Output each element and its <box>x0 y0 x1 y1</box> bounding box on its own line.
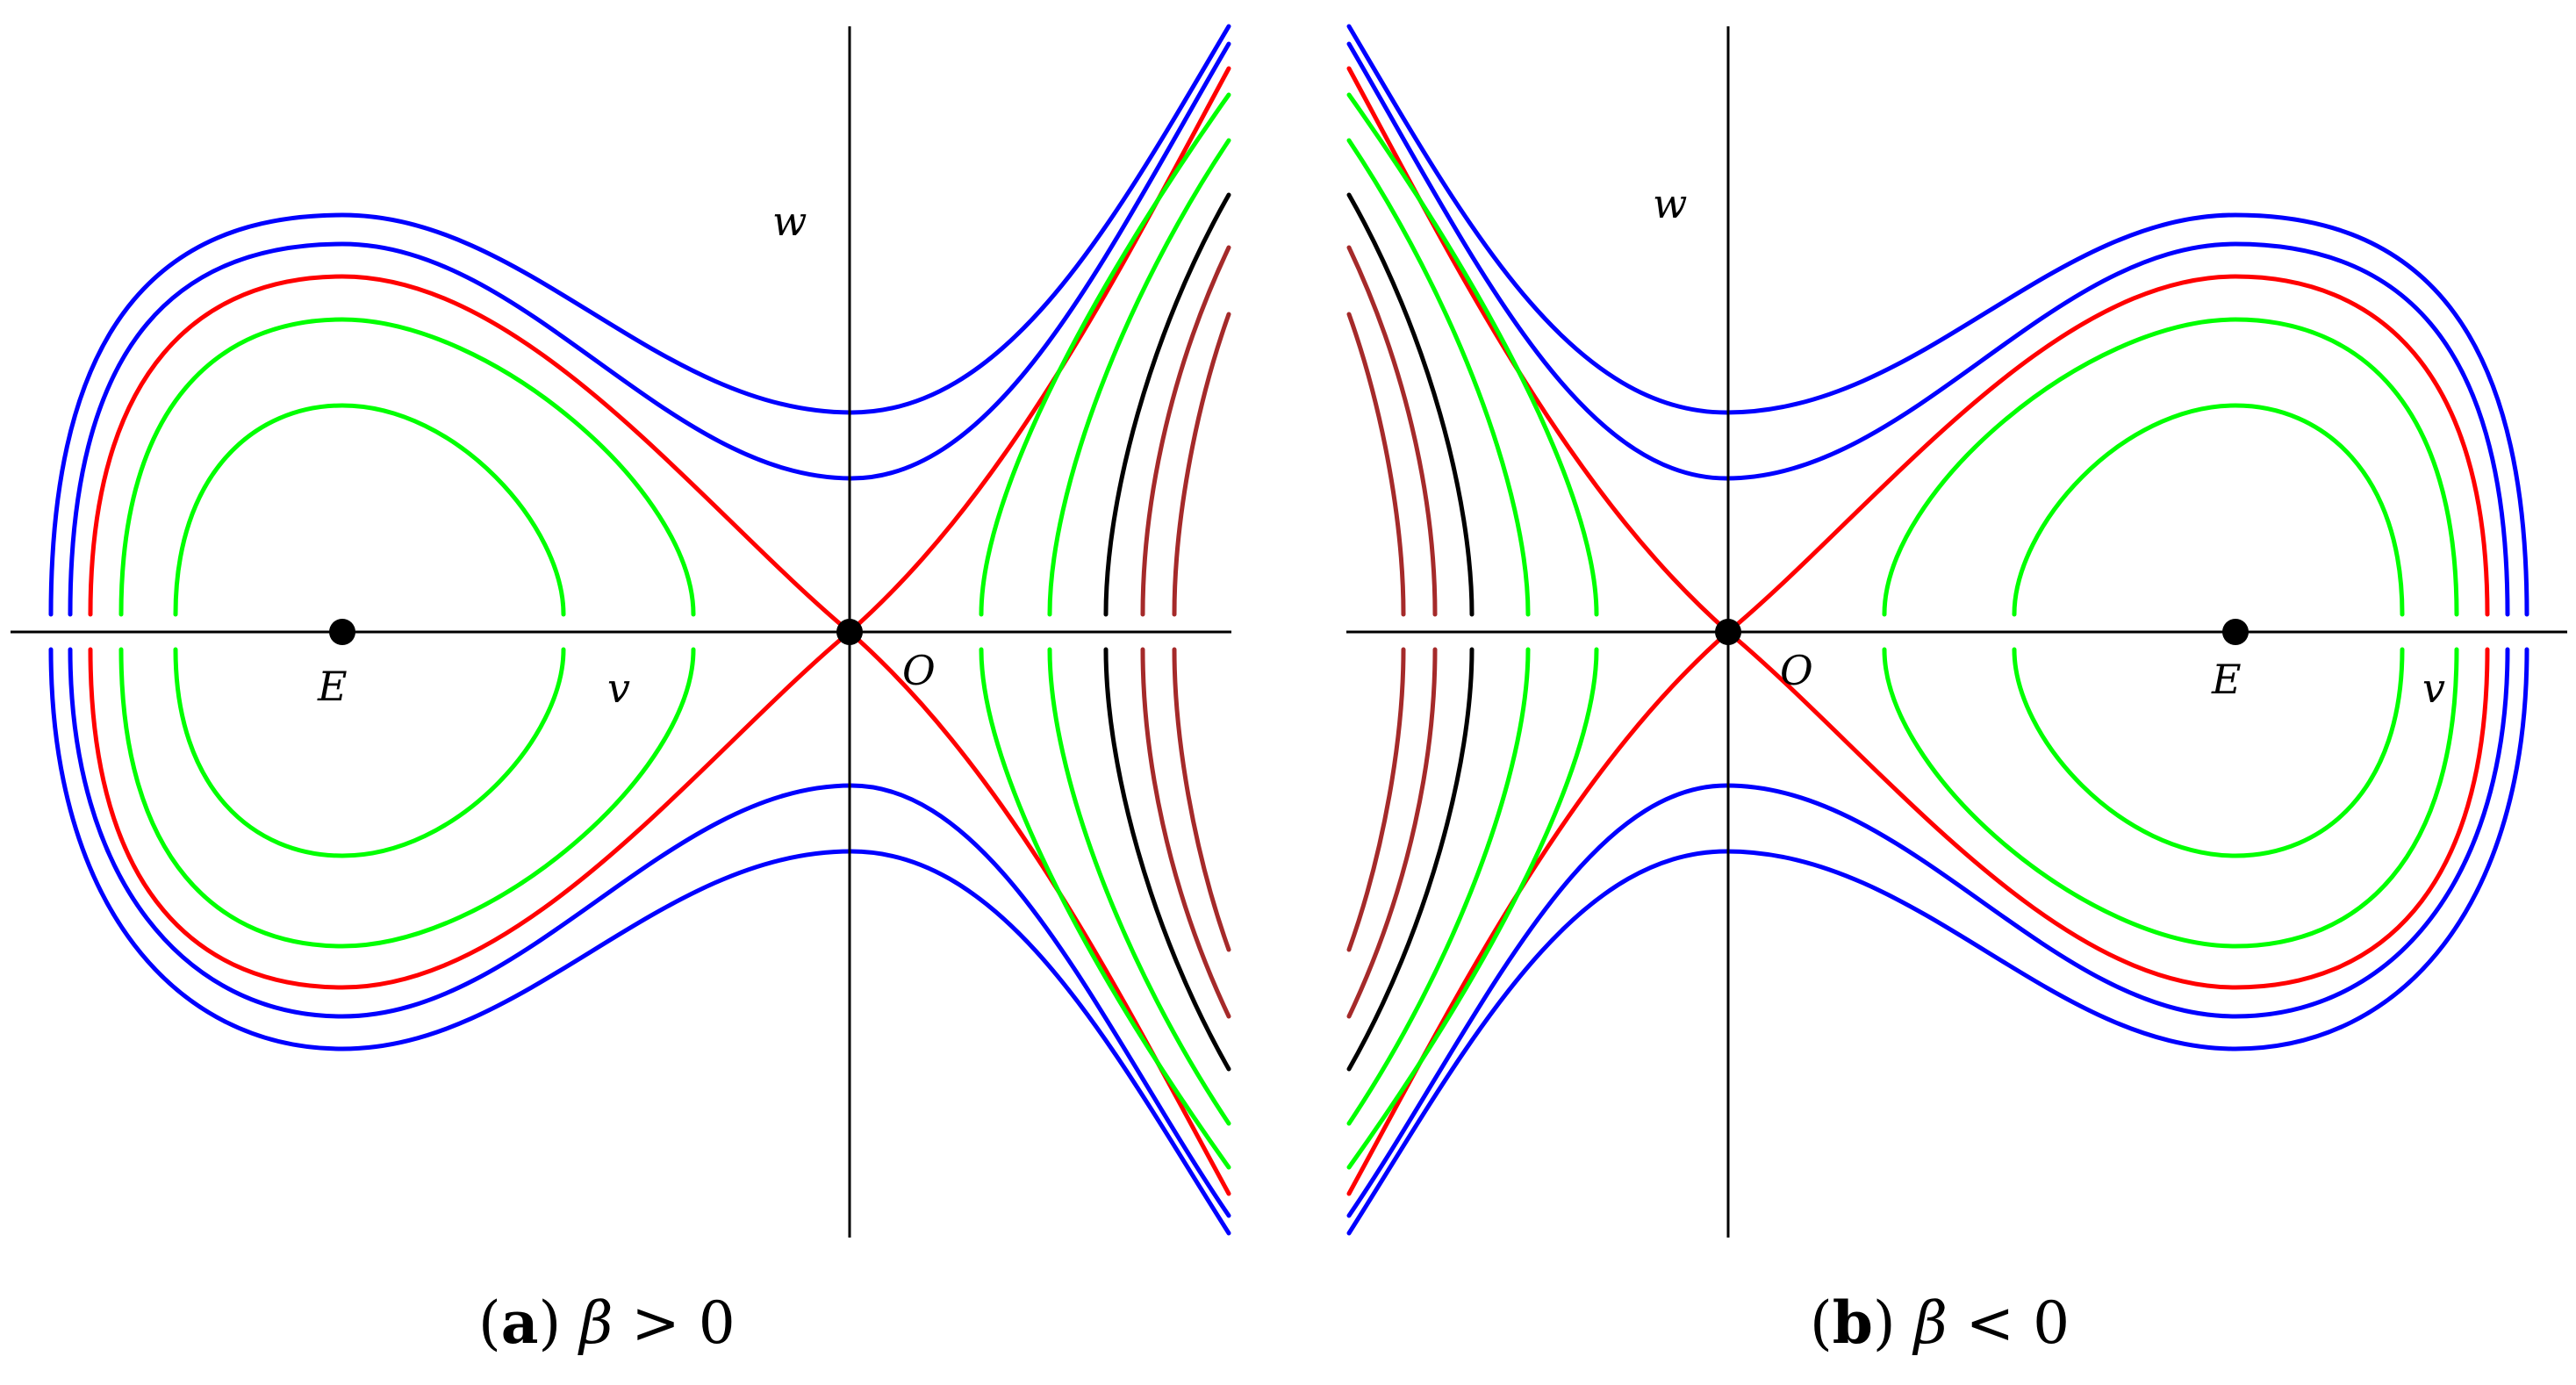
panel-b-black-open <box>1346 192 1475 1072</box>
panel-b: w v E O (b) β < 0 <box>1346 24 2567 1357</box>
panel-a-label-v: v <box>607 664 630 712</box>
panel-a-brown-open-1 <box>1140 245 1231 1019</box>
panel-a-caption: (a) β > 0 <box>478 1288 735 1357</box>
panel-b-point-e <box>2222 619 2249 645</box>
panel-a-black-open <box>1103 192 1231 1072</box>
panel-b-caption-value: 0 <box>2033 1289 2070 1357</box>
panel-a-point-e <box>329 619 355 645</box>
panel-a-caption-value: 0 <box>699 1289 735 1357</box>
panel-b-green-orbit-2 <box>2012 403 2405 858</box>
panel-b-green-orbit-1 <box>1882 317 2459 949</box>
panel-a-caption-tag: a <box>501 1288 539 1357</box>
panel-b-caption-tag: b <box>1833 1288 1873 1357</box>
panel-a-green-orbit-2 <box>173 403 566 858</box>
panel-b-green-open-1 <box>1346 92 1599 1170</box>
panel-b-brown-open-1 <box>1346 245 1438 1019</box>
panel-a-blue-orbit-inner <box>68 41 1231 1218</box>
panel-a-brown-open-2 <box>1172 312 1231 952</box>
panel-a-caption-relation: > <box>631 1289 679 1357</box>
panel-a-label-e: E <box>317 663 348 710</box>
panel-b-caption-symbol: β <box>1912 1289 1948 1357</box>
panel-b-blue-orbit-inner <box>1346 41 2510 1218</box>
panel-b-label-o: O <box>1780 647 1813 694</box>
panel-a-green-orbit-1 <box>118 317 696 949</box>
panel-a-label-o: O <box>902 647 936 694</box>
panel-a-green-open-1 <box>979 92 1231 1170</box>
panel-a-blue-orbit-outer <box>48 24 1231 1236</box>
panel-b-caption-relation: < <box>1966 1289 2014 1357</box>
panel-b-label-e: E <box>2211 656 2242 703</box>
panel-a-green-open-2 <box>1047 138 1231 1126</box>
panel-b-curves <box>1346 24 2529 1236</box>
panel-b-brown-open-2 <box>1346 312 1406 952</box>
panel-b-caption: (b) β < 0 <box>1810 1288 2070 1357</box>
panel-a: w v E O (a) β > 0 <box>11 24 1231 1357</box>
panel-b-label-w: w <box>1653 180 1687 227</box>
panel-b-label-v: v <box>2422 664 2445 712</box>
panel-a-point-o <box>836 619 863 645</box>
panel-b-point-o <box>1715 619 1741 645</box>
panel-b-green-open-2 <box>1346 138 1531 1126</box>
panel-a-label-w: w <box>772 197 807 245</box>
panel-a-curves <box>48 24 1231 1236</box>
panel-a-caption-symbol: β <box>577 1289 613 1357</box>
panel-b-blue-orbit-outer <box>1346 24 2529 1236</box>
